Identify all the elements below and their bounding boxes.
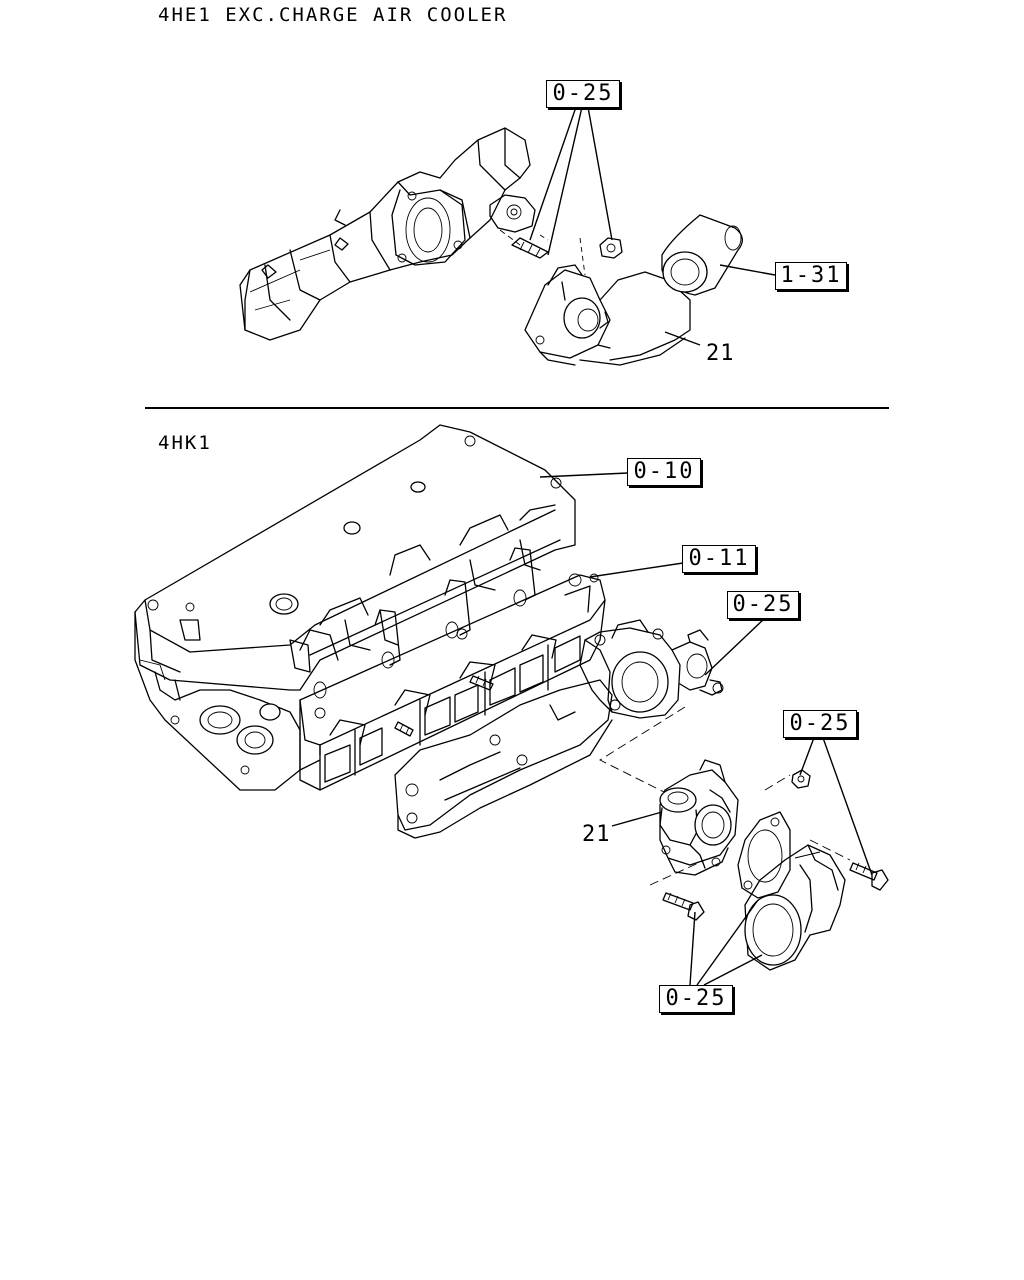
top-manifold-drawing [239,127,536,341]
intake-manifold-4hk1-drawing [299,547,606,791]
callout-0-25-throttle: 0-25 [727,591,799,619]
gasket-drawing [737,811,791,899]
callout-1-31: 1-31 [775,262,847,290]
intake-pipe-drawing [394,679,613,839]
callout-0-25-bolts: 0-25 [659,985,733,1013]
callout-21-top: 21 [706,341,735,366]
section-title-4hk1: 4HK1 [158,432,212,454]
top-valve-21-drawing [524,264,691,366]
callout-0-10: 0-10 [627,458,701,486]
callout-0-25-top: 0-25 [546,80,620,108]
throttle-housing-drawing [579,619,724,719]
callout-0-11: 0-11 [682,545,756,573]
top-leader-lines [529,106,776,346]
cylinder-head-drawing [134,424,576,791]
bottom-leader-lines [539,472,873,986]
elbow-pipe-drawing [744,844,846,971]
top-hose-1-31-drawing [661,214,743,296]
bottom-valve-21-drawing [659,759,739,876]
callout-0-25-nut: 0-25 [783,710,857,738]
callout-21-bottom: 21 [582,822,611,847]
manifold-studs [394,675,494,737]
top-stud-and-nut [511,234,623,276]
section-title-4he1: 4HE1 EXC.CHARGE AIR COOLER [158,4,508,26]
